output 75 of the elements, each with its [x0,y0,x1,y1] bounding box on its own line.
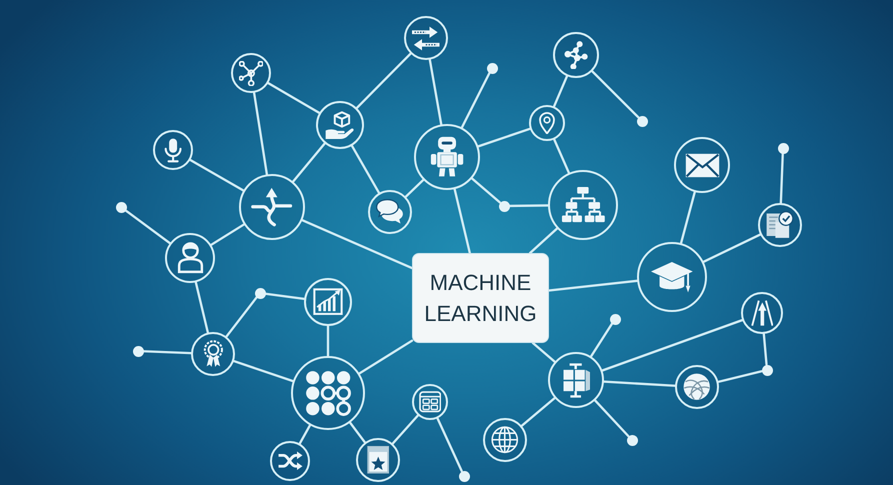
icon-node-circle [548,352,604,408]
icon-node-circle [231,53,271,93]
connector-line [702,233,762,263]
connector-line [548,280,638,292]
connector-line [508,204,550,208]
icon-node-circle [316,101,364,149]
connector-line [232,360,294,382]
connector-line [267,82,320,114]
node-dot [636,116,648,126]
connector-line [298,424,312,445]
icon-node-circle [356,438,400,482]
connector-line [470,177,501,204]
connector-line [194,281,210,334]
node-dot [116,202,126,212]
icon-node-circle [165,233,215,283]
icon-node-circle [529,105,565,141]
connector-line [594,399,630,438]
connector-line [460,72,491,129]
icon-node-circle [675,365,719,409]
icon-node-circle [304,278,352,326]
icon-node-circle [153,130,193,170]
connector-line [142,350,192,354]
icon-node-circle [270,441,310,481]
node-dot [498,200,510,212]
connector-line [717,370,763,383]
topic-card [412,253,549,343]
connector-line [264,292,306,300]
node-dot [610,314,620,324]
icon-node-circle [758,203,802,247]
connector-line [210,223,246,246]
node-dot [778,142,788,154]
icon-node-circle [191,332,235,376]
icon-node-circle [414,124,480,190]
icon-node-circle [483,418,527,462]
connector-line [762,332,768,366]
node-dot [762,364,772,376]
icon-node-circle [368,190,412,234]
connector-line [392,414,420,445]
connector-line [189,158,245,192]
connector-line [225,296,258,338]
node-dot [132,346,144,356]
connector-line [553,138,570,174]
connector-line [528,227,558,254]
connector-line [124,209,172,244]
icon-node-circle [741,292,783,334]
connector-line [520,396,556,427]
connector-line [358,340,414,375]
connector-line [436,417,463,472]
connector-line [780,152,784,204]
connector-line [453,188,471,254]
connector-line [601,318,744,372]
connector-line [428,58,442,126]
connector-line [350,144,380,194]
connector-line [552,75,568,108]
connector-line [602,380,676,387]
node-dot [486,62,498,74]
icon-node-circle [404,16,448,60]
topic-title: MACHINE LEARNING [423,268,538,328]
connector-line [680,190,696,244]
connector-line [477,128,532,148]
connector-line [292,142,326,183]
connector-line [348,422,366,444]
icon-node-circle [553,32,599,78]
connector-line [326,324,330,358]
node-dot [626,434,638,446]
connector-line [404,178,424,198]
connector-line [591,70,640,118]
icon-node-circle [412,384,448,420]
connector-line [532,342,556,363]
connector-line [301,219,414,270]
node-dot [254,288,266,298]
node-dot [458,470,470,482]
connector-line [356,52,412,110]
connector-line [590,322,614,358]
connector-line [252,92,268,176]
